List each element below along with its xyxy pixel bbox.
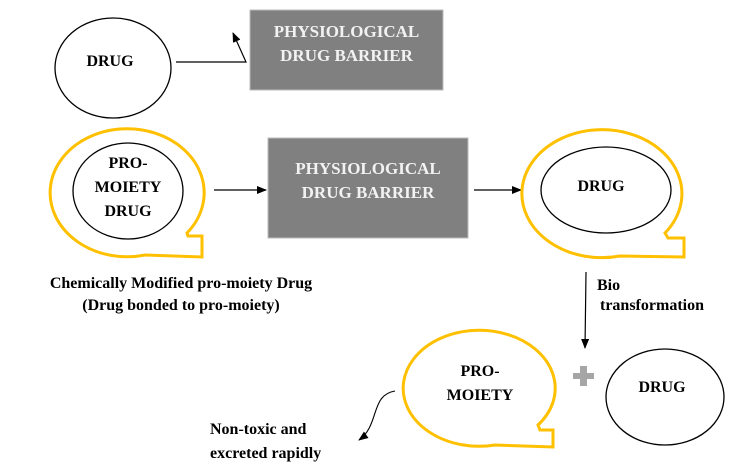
prodrug-inner-circle xyxy=(72,142,184,240)
transformation-label: transformation xyxy=(600,297,704,314)
promoiety-bubble xyxy=(401,328,557,449)
promoiety-line-2: MOIETY xyxy=(446,387,514,404)
bio-label: Bio xyxy=(597,277,621,294)
barrier-2-line-1: PHYSIOLOGICAL xyxy=(295,159,441,178)
prodrug-line-3: DRUG xyxy=(104,203,152,220)
prodrug-line-1: PRO- xyxy=(108,155,148,172)
excretion-arrow xyxy=(358,390,396,441)
crossed-bubble xyxy=(520,128,686,260)
blocked-arrow xyxy=(176,32,247,63)
barrier-2-label: PHYSIOLOGICAL DRUG BARRIER xyxy=(268,157,468,205)
final-drug-circle xyxy=(605,348,725,446)
prodrug-line-2: MOIETY xyxy=(94,179,162,196)
biotransformation-arrow xyxy=(581,271,590,349)
caption-line-2: (Drug bonded to pro-moiety) xyxy=(82,297,280,314)
barrier-1-line-1: PHYSIOLOGICAL xyxy=(273,22,420,41)
fate-line-1: Non-toxic and xyxy=(210,421,307,438)
promoiety-line-1: PRO- xyxy=(460,363,500,380)
crossed-inner-circle xyxy=(540,146,672,234)
prodrug-caption: Chemically Modified pro-moiety Drug (Dru… xyxy=(11,273,351,317)
prodrug-label: PRO- MOIETY DRUG xyxy=(88,152,168,224)
promoiety-label: PRO- MOIETY xyxy=(430,360,530,408)
caption-line-1: Chemically Modified pro-moiety Drug xyxy=(49,275,313,292)
barrier-box-1 xyxy=(249,9,444,91)
plus-icon xyxy=(573,366,594,386)
fate-label: Non-toxic and excreted rapidly xyxy=(210,418,321,465)
prodrug-bubble xyxy=(48,127,206,259)
barrier-box-2 xyxy=(267,137,469,239)
fate-line-2: excreted rapidly xyxy=(210,445,322,462)
final-drug-label: DRUG xyxy=(638,379,686,396)
released-drug-label: DRUG xyxy=(577,178,625,195)
barrier-1-line-2: DRUG BARRIER xyxy=(280,46,413,65)
barrier-2-line-2: DRUG BARRIER xyxy=(301,183,435,202)
barrier-1-label: PHYSIOLOGICAL DRUG BARRIER xyxy=(250,20,443,68)
drug-circle xyxy=(54,17,172,119)
drug-label: DRUG xyxy=(86,53,134,70)
